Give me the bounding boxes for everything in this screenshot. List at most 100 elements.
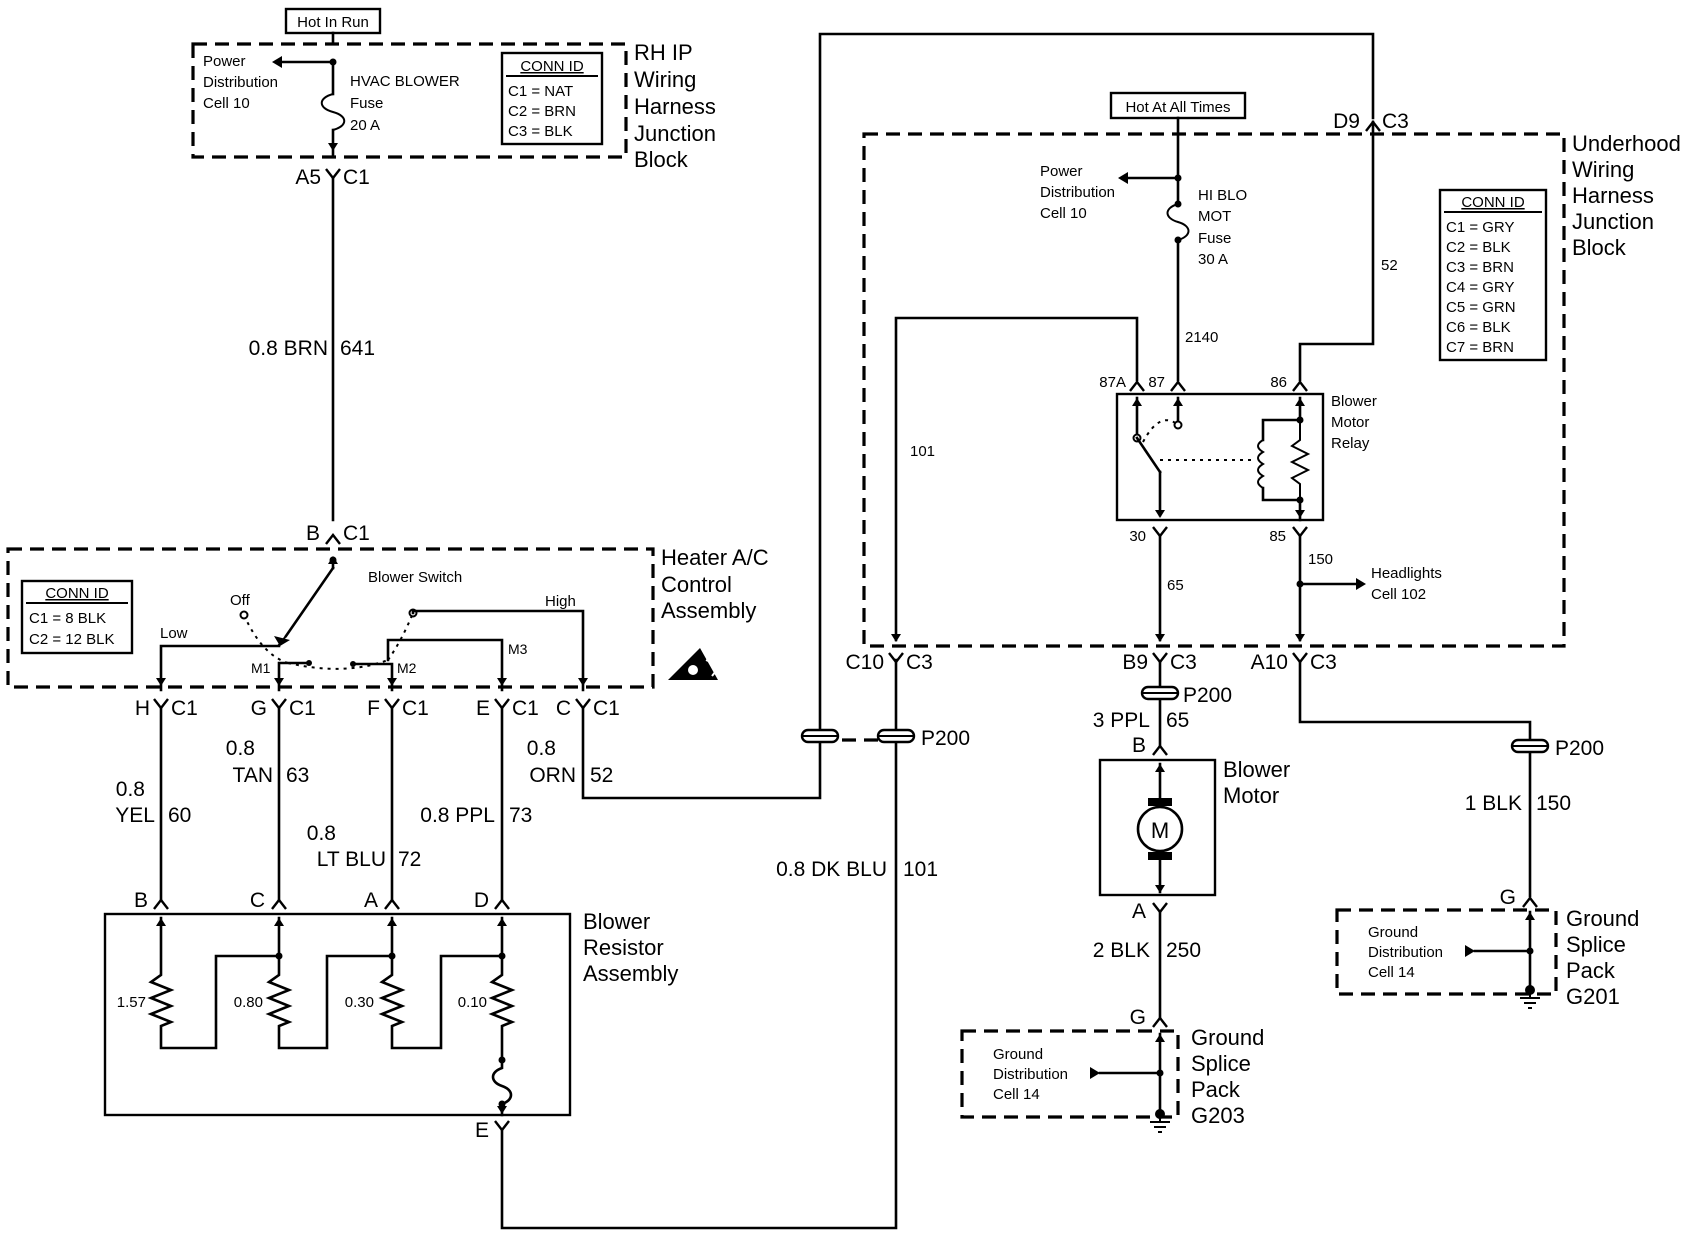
rh-power-dist-line3: Cell 10 xyxy=(203,95,250,112)
blower-motor-title-2: Motor xyxy=(1223,783,1279,808)
resistor-wires: 0.8 YEL 60 0.8 TAN 63 0.8 LT BLU 72 0.8 … xyxy=(115,32,1375,902)
e-conn: C1 xyxy=(512,697,539,720)
wire-73-circuit: 73 xyxy=(509,804,532,827)
c10-conn: C3 xyxy=(906,651,933,674)
wire-52-inner: 52 xyxy=(1381,257,1398,274)
rh-block-title-2: Wiring xyxy=(634,67,696,92)
wire-63-gauge: 0.8 xyxy=(226,737,255,760)
g-conn: C1 xyxy=(289,697,316,720)
blower-motor: P200 3 PPL 65 B Blower Motor M A 2 BLK 2… xyxy=(1093,660,1290,1029)
uh-power-dist-line2: Distribution xyxy=(1040,184,1115,201)
heater-title-1: Heater A/C xyxy=(661,545,769,570)
ground-splice-g201: Ground Distribution Cell 14 Ground Splic… xyxy=(1335,906,1639,1009)
switch-m3-label: M3 xyxy=(508,641,528,657)
uh-conn-id-table xyxy=(1438,188,1548,362)
resistor-value-3: 0.30 xyxy=(345,994,374,1011)
resistor-pin-e: E xyxy=(475,1119,489,1142)
g203-outline xyxy=(960,1029,1180,1119)
rh-power-dist-line2: Distribution xyxy=(203,74,278,91)
g203-pin: G xyxy=(1130,1006,1146,1029)
blower-switch-arm[interactable] xyxy=(284,566,335,638)
rh-ip-junction-block: Hot In Run Power Distribution Cell 10 HV… xyxy=(191,7,716,189)
g201-dist-2: Distribution xyxy=(1368,944,1443,961)
heater-conn-id-c2: C2 = 12 BLK xyxy=(29,631,114,648)
uh-fuse-4: 30 A xyxy=(1198,251,1228,268)
g-pin: G xyxy=(251,697,267,720)
wire-72-circuit: 72 xyxy=(398,848,421,871)
b-c1-conn: C1 xyxy=(343,522,370,545)
underhood-title-4: Junction xyxy=(1572,209,1654,234)
heater-conn-id-table xyxy=(20,579,134,655)
wire-101-inner-label: 101 xyxy=(910,443,935,460)
rh-conn-id-title: CONN ID xyxy=(520,58,584,75)
uh-fuse-1: HI BLO xyxy=(1198,187,1247,204)
resistor-box xyxy=(103,912,572,1117)
uh-conn-id-3: C3 = BRN xyxy=(1446,259,1514,276)
heater-title-3: Assembly xyxy=(661,598,756,623)
uh-fuse-3: Fuse xyxy=(1198,230,1231,247)
c-conn: C1 xyxy=(593,697,620,720)
b9-conn: C3 xyxy=(1170,651,1197,674)
resistor-title-1: Blower xyxy=(583,909,650,934)
g201-pin: G xyxy=(1500,886,1516,909)
wire-641-color: 0.8 BRN xyxy=(249,337,328,360)
underhood-title-2: Wiring xyxy=(1572,157,1634,182)
wire-52 xyxy=(581,32,1375,800)
resistor-1-57 xyxy=(147,916,281,1050)
blower-motor-relay: 87A 87 86 Blower Motor Relay 30 85 65 xyxy=(1099,374,1442,642)
wire-101-inner xyxy=(894,316,1139,642)
blower-switch-label: Blower Switch xyxy=(368,569,462,586)
resistor-pin-a: A xyxy=(364,889,378,912)
wire-52-gauge: 0.8 xyxy=(527,737,556,760)
p200-label-ground: P200 xyxy=(1555,737,1604,760)
resistor-title-2: Resistor xyxy=(583,935,664,960)
b-c1-pin: B xyxy=(306,522,320,545)
resistor-0-30 xyxy=(378,916,504,1050)
headlights-label-1: Headlights xyxy=(1371,565,1442,582)
heater-title-2: Control xyxy=(661,572,732,597)
switch-off-label: Off xyxy=(230,592,251,609)
wire-641-circuit: 641 xyxy=(340,337,375,360)
resistor-value-2: 0.80 xyxy=(234,994,263,1011)
motor-icon xyxy=(1136,805,1184,853)
wire-65-circuit: 65 xyxy=(1166,709,1189,732)
wire-63-circuit: 63 xyxy=(286,764,309,787)
resistor-value-1: 1.57 xyxy=(117,994,146,1011)
g203-dist-1: Ground xyxy=(993,1046,1043,1063)
resistor-value-4: 0.10 xyxy=(458,994,487,1011)
motor-pin-a: A xyxy=(1132,900,1146,923)
underhood-junction-block: D9 C3 Hot At All Times Underhood Wiring … xyxy=(862,91,1681,648)
a5-conn: C1 xyxy=(343,166,370,189)
underhood-title-1: Underhood xyxy=(1572,131,1681,156)
underhood-title-3: Harness xyxy=(1572,183,1654,208)
wire-65-inner-label: 65 xyxy=(1167,577,1184,594)
h-pin: H xyxy=(135,697,150,720)
relay-title-1: Blower xyxy=(1331,393,1377,410)
relay-title-3: Relay xyxy=(1331,435,1370,452)
rh-block-title-3: Harness xyxy=(634,94,716,119)
resistor-title-3: Assembly xyxy=(583,961,678,986)
g201-title-1: Ground xyxy=(1566,906,1639,931)
rh-conn-id-c3: C3 = BLK xyxy=(508,123,573,140)
thermal-fuse-icon xyxy=(491,1058,513,1117)
g201-dist-3: Cell 14 xyxy=(1368,964,1415,981)
d9-pin: D9 xyxy=(1333,110,1360,133)
blower-resistor-assembly: B C A D Blower Resistor Assembly 1.57 0.… xyxy=(103,658,898,1230)
rh-conn-id-c2: C2 = BRN xyxy=(508,103,576,120)
wire-250-circuit: 250 xyxy=(1166,939,1201,962)
uh-conn-id-title: CONN ID xyxy=(1461,194,1525,211)
underhood-title-5: Block xyxy=(1572,235,1627,260)
wire-63-color: TAN xyxy=(233,764,273,787)
wire-250-color: 2 BLK xyxy=(1093,939,1150,962)
wire-52-circuit: 52 xyxy=(590,764,613,787)
relay-box xyxy=(1115,392,1325,522)
wire-60-color: YEL xyxy=(115,804,155,827)
relay-resistor-icon xyxy=(1289,420,1311,500)
rh-conn-id-c1: C1 = NAT xyxy=(508,83,573,100)
hvac-blower-fuse-icon xyxy=(320,93,346,131)
ground-icon xyxy=(1150,1114,1170,1133)
d9-conn: C3 xyxy=(1382,110,1409,133)
underhood-outline xyxy=(862,132,1566,648)
resistor-pin-b: B xyxy=(134,889,148,912)
fuse-name: HVAC BLOWER xyxy=(350,73,460,90)
